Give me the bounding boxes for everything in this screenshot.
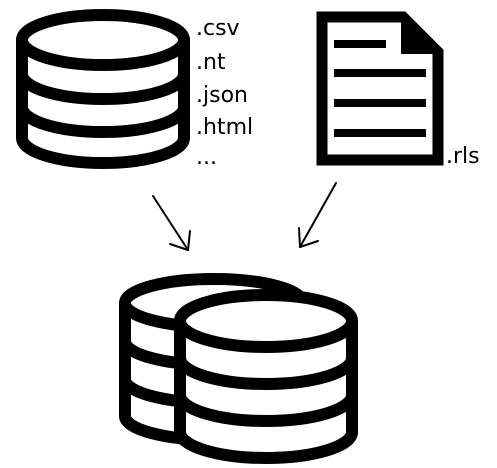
format-label-more: ...	[196, 145, 217, 170]
arrow-down-left-icon	[298, 182, 337, 248]
format-label-html: .html	[196, 115, 254, 140]
rules-document-icon	[316, 11, 444, 166]
format-label-nt: .nt	[196, 50, 226, 75]
source-database-icon	[16, 9, 190, 169]
format-label-json: .json	[196, 83, 248, 108]
format-label-csv: .csv	[196, 16, 240, 41]
arrow-down-right-icon	[152, 195, 191, 251]
rules-file-label: .rls	[446, 144, 480, 169]
result-database-front-icon	[174, 289, 358, 464]
